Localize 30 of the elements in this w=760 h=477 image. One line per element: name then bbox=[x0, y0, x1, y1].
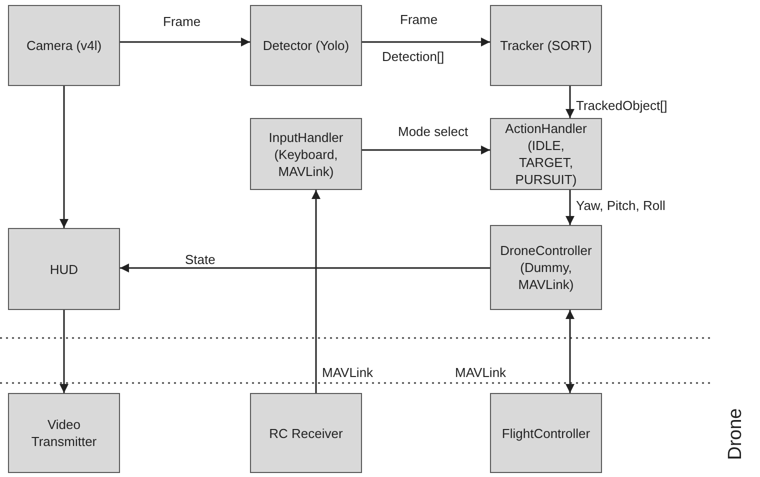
arrow bbox=[60, 310, 68, 393]
section-label: Drone bbox=[724, 408, 747, 460]
arrow bbox=[566, 86, 574, 118]
arrow bbox=[312, 190, 320, 393]
process-box: ActionHandler (IDLE, TARGET, PURSUIT) bbox=[490, 118, 602, 190]
arrow bbox=[566, 190, 574, 225]
arrow bbox=[60, 86, 68, 228]
edge-label: State bbox=[185, 251, 216, 269]
data-type-note: Detection[] bbox=[382, 48, 444, 66]
process-box: RC Receiver bbox=[250, 393, 362, 473]
arrow bbox=[362, 38, 490, 46]
process-box: Video Transmitter bbox=[8, 393, 120, 473]
process-box: Detector (Yolo) bbox=[250, 5, 362, 86]
edge-label: Mode select bbox=[398, 123, 468, 141]
process-box: DroneController (Dummy, MAVLink) bbox=[490, 225, 602, 310]
process-box: HUD bbox=[8, 228, 120, 310]
arrow bbox=[120, 38, 250, 46]
arrow bbox=[120, 264, 490, 272]
process-box: Camera (v4l) bbox=[8, 5, 120, 86]
process-box: FlightController bbox=[490, 393, 602, 473]
process-box: Tracker (SORT) bbox=[490, 5, 602, 86]
edge-label: Frame bbox=[400, 11, 438, 29]
arrow bbox=[362, 146, 490, 154]
edge-label: MAVLink bbox=[322, 364, 374, 382]
arrow bbox=[566, 310, 574, 393]
edge-label: Frame bbox=[163, 13, 201, 31]
edge-label: MAVLink bbox=[455, 364, 506, 382]
edge-label: TrackedObject[] bbox=[576, 97, 668, 115]
edge-label: Yaw, Pitch, Roll bbox=[576, 197, 666, 215]
process-box: InputHandler (Keyboard, MAVLink) bbox=[250, 118, 362, 190]
